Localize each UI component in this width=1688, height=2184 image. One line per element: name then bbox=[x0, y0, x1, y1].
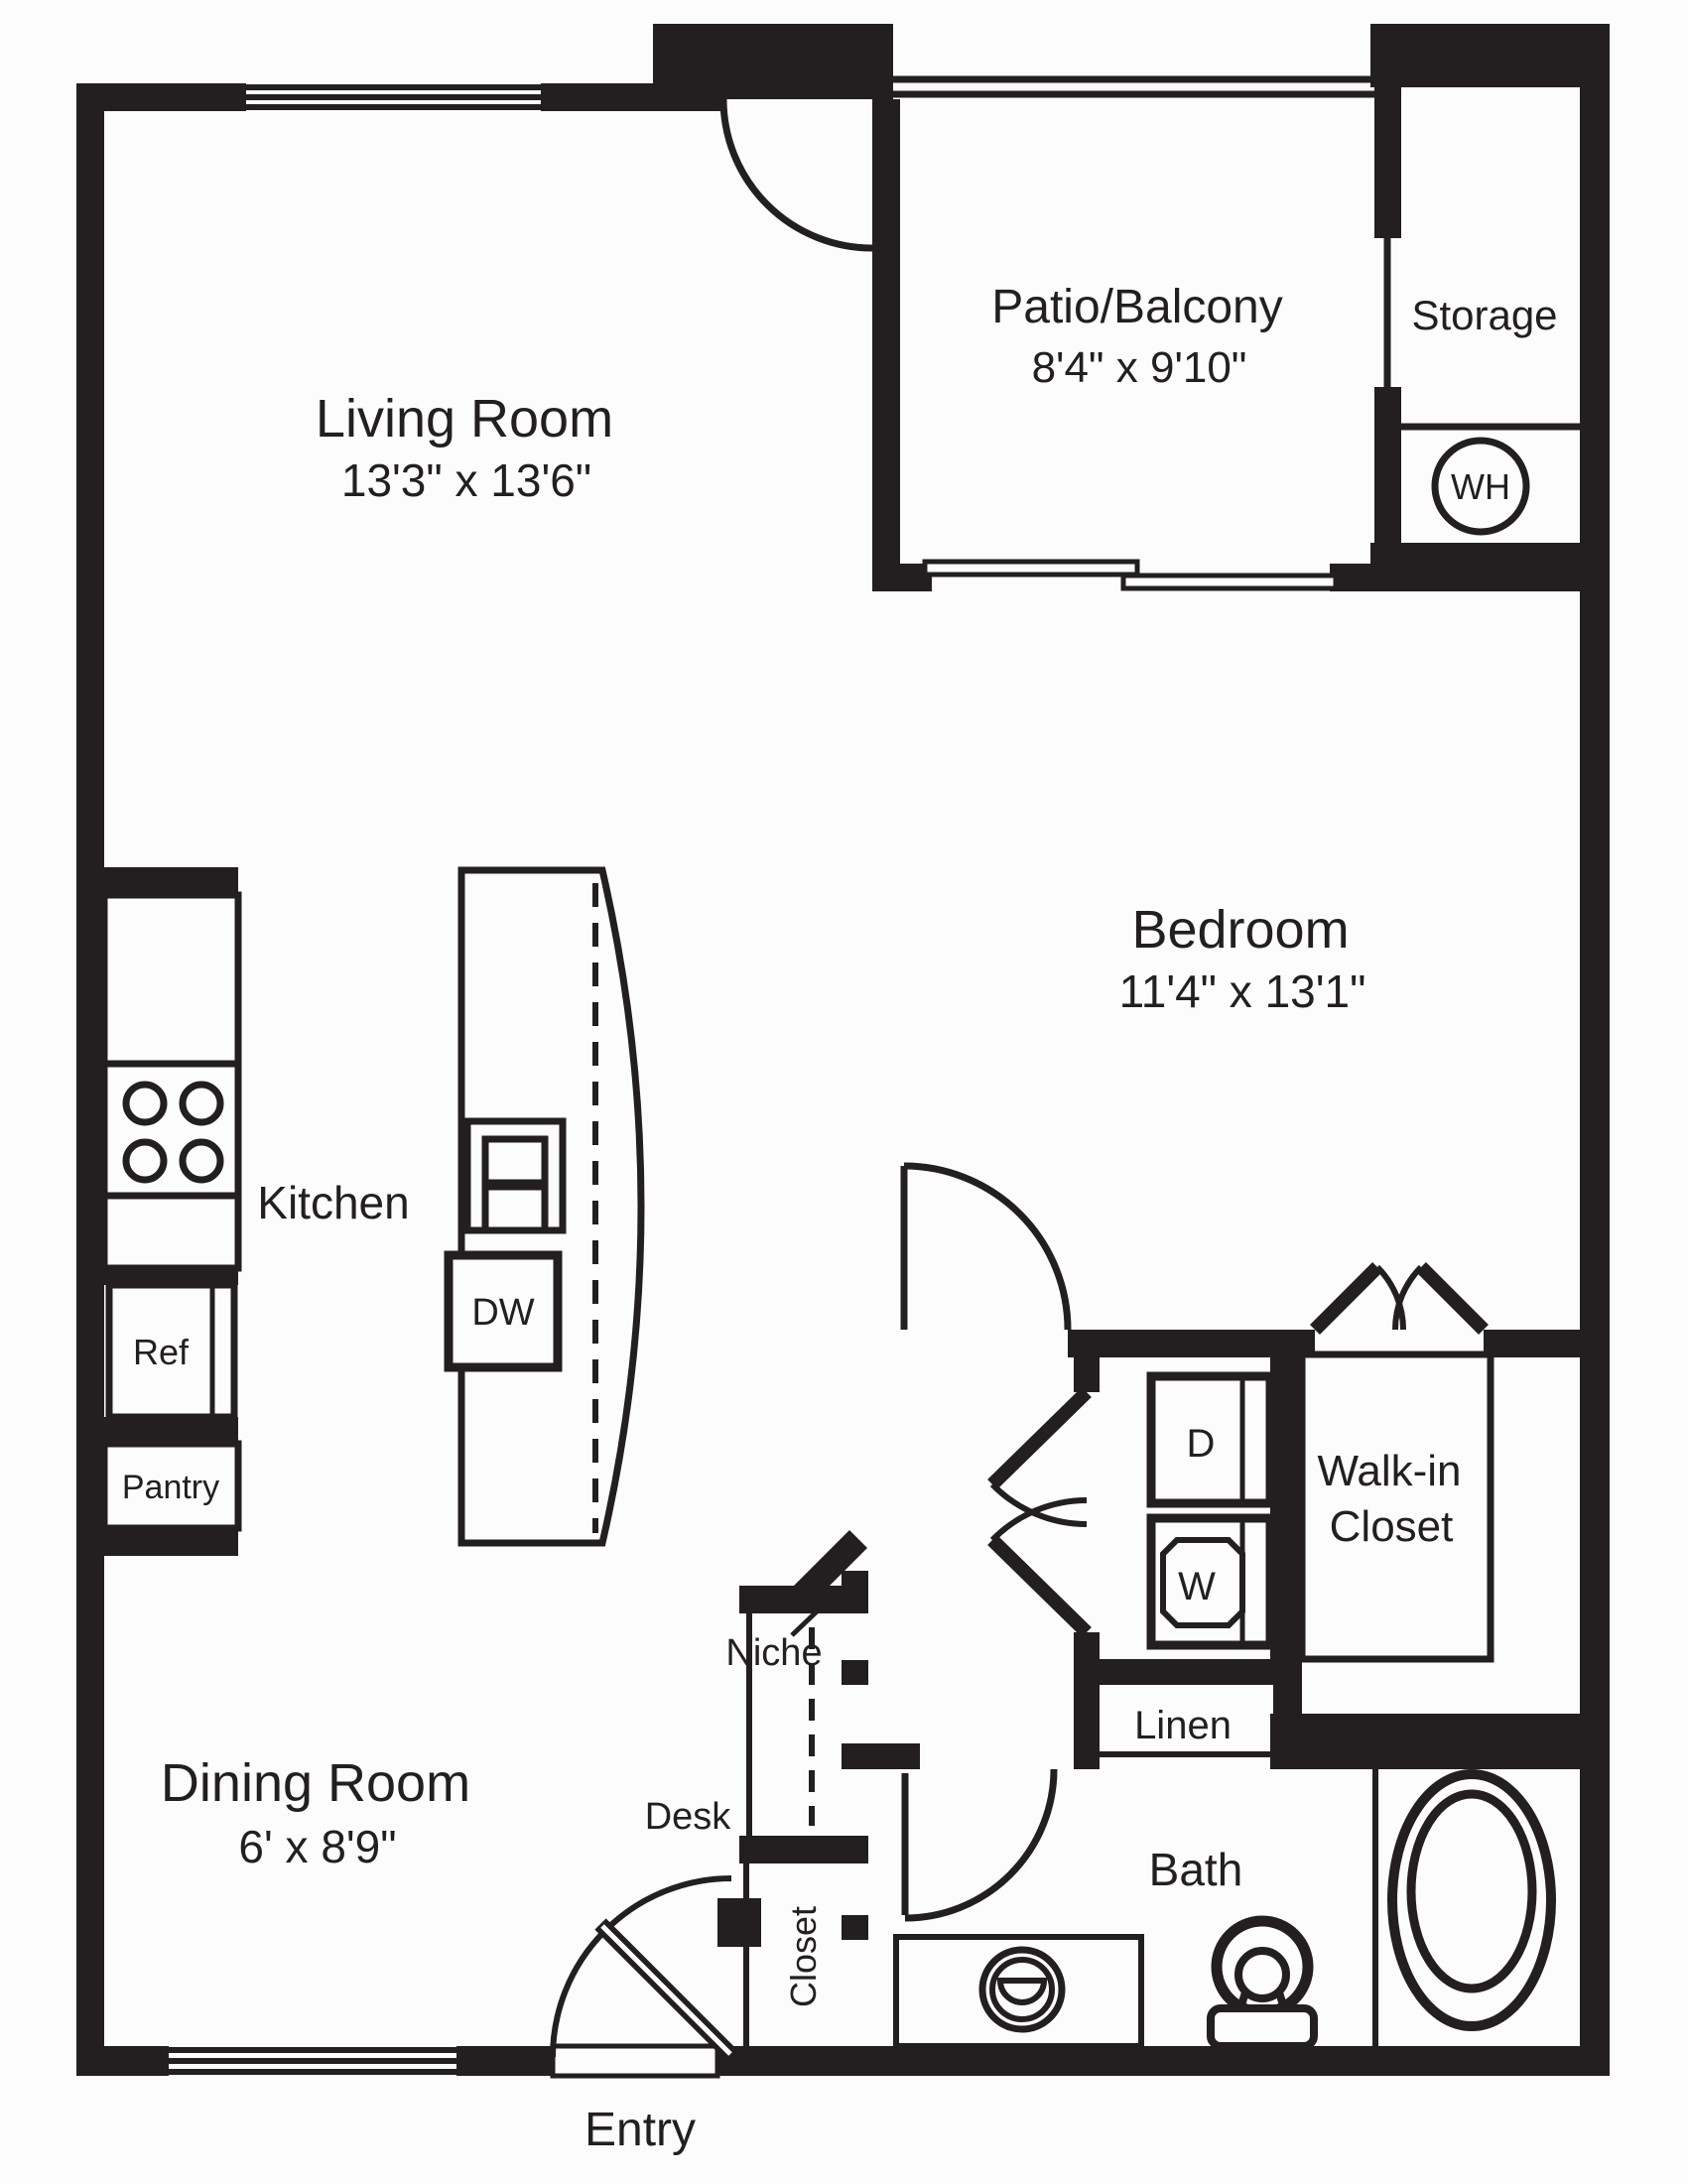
laundry-fixtures bbox=[1100, 1350, 1494, 1757]
wic-door-leaf-right bbox=[1416, 1262, 1489, 1335]
stove-burner bbox=[122, 1138, 168, 1184]
toilet-bowl bbox=[1234, 1947, 1290, 2002]
kitchen-counter-upper bbox=[100, 891, 242, 1068]
refrigerator-label: Ref bbox=[133, 1332, 190, 1372]
bath-sink-faucet bbox=[996, 1978, 1048, 2005]
wall-column-stub-4 bbox=[842, 1915, 868, 1940]
dining-room-dims: 6' x 8'9" bbox=[238, 1821, 396, 1872]
stove bbox=[100, 1060, 242, 1200]
dryer bbox=[1146, 1371, 1275, 1508]
wall-column-stub-3 bbox=[842, 1743, 868, 1769]
kitchen-counter-lower bbox=[100, 1192, 242, 1272]
sliding-door-panel bbox=[922, 559, 1140, 578]
wall-kitchen-stub bbox=[104, 867, 238, 895]
bedroom-label: Bedroom bbox=[1131, 900, 1349, 960]
wall-wic-south-west bbox=[1270, 1714, 1302, 1769]
wall-storage-divider-upper bbox=[1374, 87, 1401, 238]
bathtub-inner bbox=[1406, 1789, 1537, 1993]
wall-right bbox=[1580, 24, 1610, 2076]
wall-below-pantry bbox=[76, 1528, 238, 1556]
wall-linen-top bbox=[1074, 1659, 1302, 1685]
water-heater-label: WH bbox=[1451, 466, 1510, 507]
wall-kitchen-connector bbox=[104, 1268, 238, 1285]
walk-in-closet-outline bbox=[1298, 1350, 1494, 1663]
wall-top-right-block bbox=[1370, 24, 1610, 87]
wic-door-arc-left bbox=[1374, 1264, 1407, 1331]
wall-laundry-jamb-top bbox=[1074, 1357, 1100, 1392]
wall-wic-south bbox=[1302, 1714, 1580, 1769]
wall-bath-north-stub bbox=[868, 1743, 920, 1769]
dishwasher-label: DW bbox=[471, 1292, 534, 1334]
wall-closet-top bbox=[739, 1836, 868, 1863]
storage-label: Storage bbox=[1411, 292, 1557, 338]
walk-in-closet-label-line1: Walk-in bbox=[1317, 1447, 1461, 1495]
labels: Living Room 13'3" x 13'6" Patio/Balcony … bbox=[122, 281, 1558, 2156]
niche-pointer-line bbox=[790, 1591, 839, 1637]
wall-storage-divider-lower bbox=[1374, 387, 1401, 544]
wall-top-bumpout bbox=[653, 24, 893, 99]
wall-above-pantry bbox=[76, 1417, 238, 1444]
entry-door-leaf-gap bbox=[600, 1924, 732, 2056]
wall-linen-west bbox=[1074, 1685, 1100, 1769]
entry-label: Entry bbox=[584, 2104, 696, 2156]
patio-dims: 8'4" x 9'10" bbox=[1032, 343, 1247, 392]
dining-room-label: Dining Room bbox=[161, 1753, 470, 1813]
water-heater-circle bbox=[1431, 437, 1530, 536]
pantry-label: Pantry bbox=[122, 1469, 219, 1506]
niche-label: Niche bbox=[725, 1632, 822, 1674]
kitchen-fixtures bbox=[100, 866, 645, 1547]
wall-bedroom-south-right bbox=[1484, 1330, 1580, 1357]
wall-entry-closet-stub bbox=[717, 1898, 761, 1947]
stove-burner bbox=[122, 1081, 168, 1126]
entry-closet-label: Closet bbox=[783, 1906, 824, 2007]
living-room-label: Living Room bbox=[316, 389, 613, 449]
wall-bedroom-south-left bbox=[1068, 1330, 1315, 1357]
wall-column-stub-2 bbox=[842, 1660, 868, 1685]
wall-wh-bottom bbox=[1370, 543, 1580, 591]
wall-niche-diagonal bbox=[794, 1530, 867, 1604]
desk-label: Desk bbox=[645, 1796, 732, 1838]
stove-burner bbox=[179, 1138, 224, 1184]
laundry-door-arc-top bbox=[989, 1481, 1088, 1527]
bedroom-dims: 11'4" x 13'1" bbox=[1119, 965, 1366, 1017]
entry-threshold bbox=[550, 2043, 720, 2079]
wic-door-leaf-left bbox=[1310, 1262, 1382, 1335]
bedroom-door-arc bbox=[903, 1162, 1072, 1331]
washer-label: W bbox=[1178, 1565, 1216, 1608]
wall-laundry-east bbox=[1270, 1357, 1302, 1667]
doors bbox=[550, 98, 1489, 2062]
kitchen-label: Kitchen bbox=[257, 1177, 409, 1228]
laundry-door-leaf-top bbox=[987, 1386, 1092, 1490]
walk-in-closet-label-line2: Closet bbox=[1330, 1502, 1454, 1551]
sliding-door-panel bbox=[1120, 573, 1339, 591]
walls bbox=[76, 24, 1610, 2076]
wall-left bbox=[76, 83, 104, 2076]
wic-door-arc-right bbox=[1391, 1264, 1424, 1331]
bath-door-arc bbox=[904, 1768, 1058, 1922]
bath-fixtures bbox=[746, 437, 1556, 2050]
stove-burner bbox=[179, 1081, 224, 1126]
laundry-door-arc-bottom bbox=[989, 1497, 1088, 1543]
dishwasher bbox=[444, 1250, 563, 1372]
patio-door-arc bbox=[719, 98, 873, 252]
sink-bowl bbox=[481, 1135, 549, 1187]
washer-tub-octagon bbox=[1160, 1537, 1245, 1628]
wall-bedroom-top-stub-left bbox=[872, 564, 932, 591]
living-room-dims: 13'3" x 13'6" bbox=[341, 454, 591, 506]
dryer-label: D bbox=[1187, 1422, 1216, 1466]
laundry-door-leaf-bottom bbox=[987, 1534, 1092, 1638]
toilet-tank bbox=[1207, 2004, 1318, 2050]
patio-label: Patio/Balcony bbox=[991, 281, 1283, 333]
sink-bowl bbox=[481, 1183, 549, 1234]
pantry-box bbox=[100, 1440, 242, 1532]
windows bbox=[169, 75, 1580, 2079]
linen-label: Linen bbox=[1134, 1704, 1232, 1747]
bath-label: Bath bbox=[1149, 1844, 1243, 1895]
